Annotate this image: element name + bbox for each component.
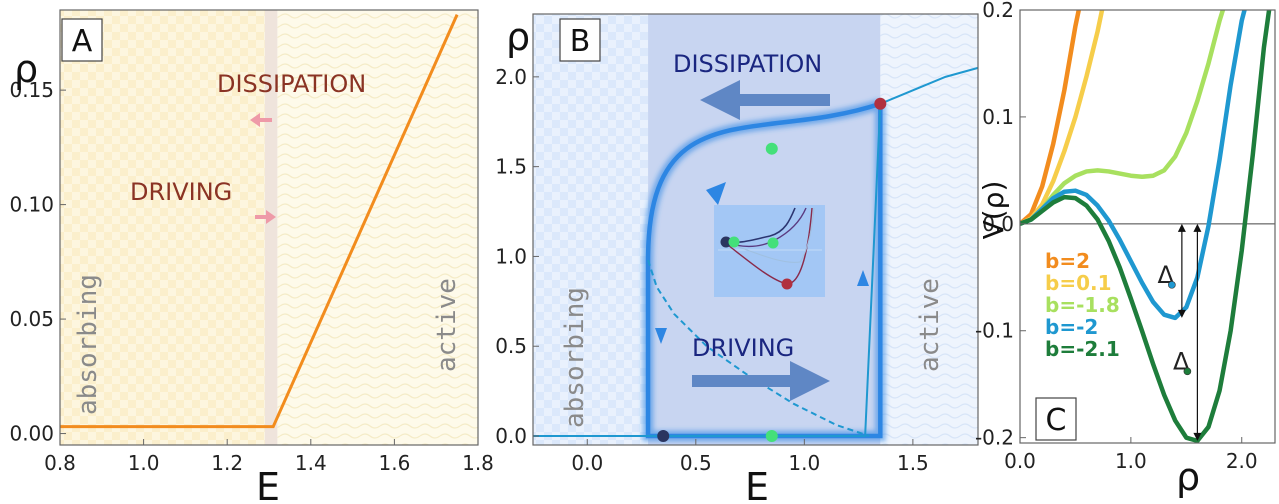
y-tick-label: 0.05 <box>9 307 54 331</box>
y-tick-label: 0.10 <box>9 193 54 217</box>
legend: b=2b=0.1b=-1.8b=-2b=-2.1 <box>1045 249 1120 361</box>
y-tick-label: 0.1 <box>982 105 1014 129</box>
x-tick-label: 0.8 <box>44 451 76 475</box>
absorbing-region <box>533 14 649 445</box>
panel-b-label-box: B <box>559 18 601 62</box>
panel-b-driving-label: DRIVING <box>692 334 794 362</box>
y-tick-label: 1.0 <box>495 244 527 268</box>
svg-text:B: B <box>570 24 591 59</box>
potential-curve <box>1020 10 1082 226</box>
x-tick-label: 0.5 <box>680 451 712 475</box>
panel-b-driving-arrow <box>692 361 830 401</box>
x-tick-label: 0.0 <box>1004 449 1036 473</box>
state-point <box>874 97 887 110</box>
x-tick-label: 0.0 <box>571 451 603 475</box>
svg-text:C: C <box>1046 403 1067 438</box>
x-tick-label: 1.0 <box>788 451 820 475</box>
panel-c-ylabel: V(ρ) <box>977 181 1010 240</box>
potential-curve <box>1020 10 1226 226</box>
panel-b-xlabel: E <box>745 465 769 504</box>
legend-entry: b=-2.1 <box>1045 337 1120 361</box>
x-tick-label: 1.0 <box>128 451 160 475</box>
x-tick-label: 1.4 <box>295 451 327 475</box>
y-tick-label: 0.0 <box>495 424 527 448</box>
panel-a-vlabel-absorbing: absorbing <box>73 274 103 415</box>
panel-c-frame <box>1019 9 1276 444</box>
panel-b-vlabel-absorbing: absorbing <box>560 287 590 428</box>
legend-entry: b=-2 <box>1045 315 1098 339</box>
y-tick-label: 0.0 <box>982 212 1014 236</box>
x-tick-label: 1.6 <box>378 451 410 475</box>
inset-potential-icon <box>714 205 825 297</box>
panel-a-xlabel: E <box>256 465 280 504</box>
panel-a-dissipation-label: DISSIPATION <box>217 70 366 98</box>
panel-a-ylabel: ρ <box>14 47 38 91</box>
delta-marker: Δ <box>1173 223 1202 441</box>
state-point <box>657 430 670 443</box>
legend-entry: b=0.1 <box>1045 271 1112 295</box>
y-tick-label: 0.15 <box>9 78 54 102</box>
hysteresis-loop <box>645 101 883 439</box>
legend-entry: b=2 <box>1045 249 1090 273</box>
panel-c-xlabel: ρ <box>1176 455 1200 499</box>
absorbing-region <box>60 10 265 445</box>
delta-dot <box>1168 281 1176 289</box>
active-region <box>277 10 478 445</box>
active-region <box>880 14 978 445</box>
delta-dot <box>1183 367 1192 376</box>
panel-b: DISSIPATION DRIVING 0.0 0.5 1.0 1.5 0.0 0.5 1.… <box>495 13 979 504</box>
potential-curve <box>1020 10 1247 321</box>
loop-arrowheads <box>655 182 869 344</box>
density-line <box>60 13 459 429</box>
panel-b-frame <box>532 13 979 446</box>
legend-entry: b=-1.8 <box>1045 293 1120 317</box>
panel-a-vlabel-active: active <box>432 278 462 372</box>
stable-branch <box>533 66 979 438</box>
panel-a-frame <box>59 9 479 446</box>
x-tick-label: 1.8 <box>462 451 494 475</box>
panel-b-ylabel: ρ <box>506 15 530 59</box>
y-tick-label: 0.00 <box>9 422 54 446</box>
state-point <box>765 430 778 443</box>
panel-a-label-box: A <box>61 18 103 62</box>
x-tick-label: 1.2 <box>211 451 243 475</box>
y-tick-label: 0.5 <box>495 334 527 358</box>
y-tick-label: -0.1 <box>975 319 1014 343</box>
panel-a-driving-label: DRIVING <box>130 178 232 206</box>
panel-c-label-box: C <box>1035 397 1077 441</box>
y-tick-label: -0.2 <box>975 426 1014 450</box>
x-tick-label: 1.0 <box>1115 449 1147 473</box>
panel-b-vlabel-active: active <box>915 278 945 372</box>
y-tick-label: 1.5 <box>495 155 527 179</box>
y-tick-label: 2.0 <box>495 65 527 89</box>
y-tick-label: 0.2 <box>982 0 1014 22</box>
unstable-branch <box>647 259 870 437</box>
panel-b-dissipation-arrow <box>700 80 830 120</box>
panel-a-driving-arrow <box>255 210 276 224</box>
potential-curve <box>1020 10 1272 443</box>
state-point <box>765 142 778 155</box>
panel-a-dissipation-arrow <box>250 113 272 127</box>
delta-marker: Δ <box>1157 223 1186 318</box>
x-tick-label: 2.0 <box>1226 449 1258 473</box>
panel-a: 0.8 1.0 1.2 1.4 1.6 1.8 0.00 0.05 0.10 0.15 absor… <box>9 9 494 504</box>
svg-text:A: A <box>72 24 93 59</box>
x-tick-label: 1.5 <box>897 451 929 475</box>
panel-b-dissipation-label: DISSIPATION <box>673 50 822 78</box>
